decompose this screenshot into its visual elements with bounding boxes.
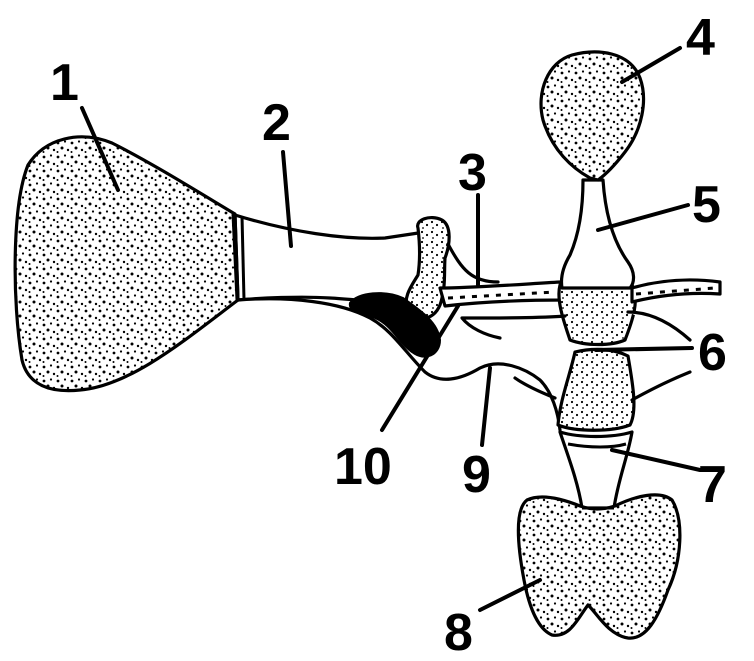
upper-structure bbox=[539, 50, 646, 290]
label-5: 5 bbox=[692, 176, 721, 234]
leader-1 bbox=[80, 106, 120, 192]
lower-body-8 bbox=[516, 493, 682, 640]
number-labels: 1 2 3 4 5 6 7 8 9 10 bbox=[50, 9, 727, 661]
leader-6 bbox=[594, 346, 694, 352]
central-channel bbox=[438, 242, 567, 308]
lower-structure bbox=[516, 430, 682, 640]
leader-7 bbox=[610, 448, 702, 472]
leader-4 bbox=[620, 46, 682, 84]
label-9: 9 bbox=[462, 446, 491, 504]
leader-5 bbox=[596, 203, 690, 232]
stem-2 bbox=[233, 213, 432, 304]
leader-lines bbox=[80, 46, 702, 612]
leader-10 bbox=[380, 304, 460, 432]
label-10: 10 bbox=[334, 438, 392, 496]
top-body-4 bbox=[539, 50, 646, 182]
lower-body-contour bbox=[236, 297, 562, 432]
stippled-bell-1 bbox=[13, 135, 240, 393]
central-hub bbox=[460, 278, 722, 432]
label-8: 8 bbox=[444, 604, 473, 661]
label-6: 6 bbox=[698, 324, 727, 382]
leader-9 bbox=[480, 366, 492, 447]
label-2: 2 bbox=[262, 94, 291, 152]
left-bell-structure bbox=[13, 135, 451, 393]
label-1: 1 bbox=[50, 54, 79, 112]
stalk-5 bbox=[559, 178, 636, 290]
label-4: 4 bbox=[686, 9, 715, 67]
leader-2 bbox=[281, 150, 293, 248]
stem-knob bbox=[404, 215, 451, 320]
leader-8 bbox=[478, 578, 542, 612]
label-3: 3 bbox=[458, 144, 487, 202]
label-7: 7 bbox=[698, 456, 727, 514]
hub-lower bbox=[556, 347, 636, 432]
dark-blob bbox=[348, 292, 442, 358]
